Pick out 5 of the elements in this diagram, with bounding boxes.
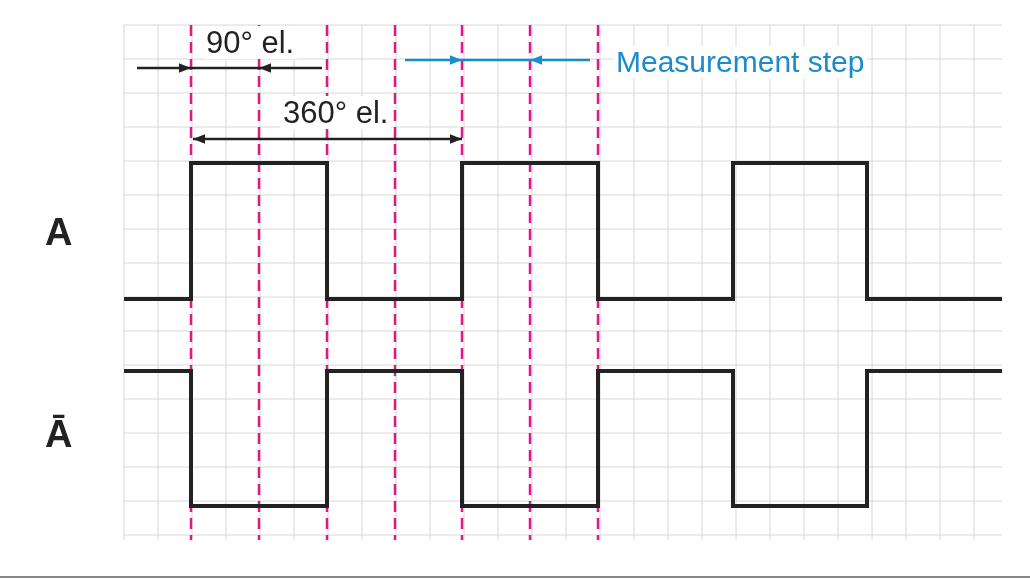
- dimension-label: 360° el.: [280, 96, 392, 129]
- dimension-label: 90° el.: [203, 26, 298, 59]
- signal-label: A: [44, 212, 74, 252]
- measurement-label: Measurement step: [613, 46, 868, 78]
- signal-label: Ā: [44, 414, 74, 454]
